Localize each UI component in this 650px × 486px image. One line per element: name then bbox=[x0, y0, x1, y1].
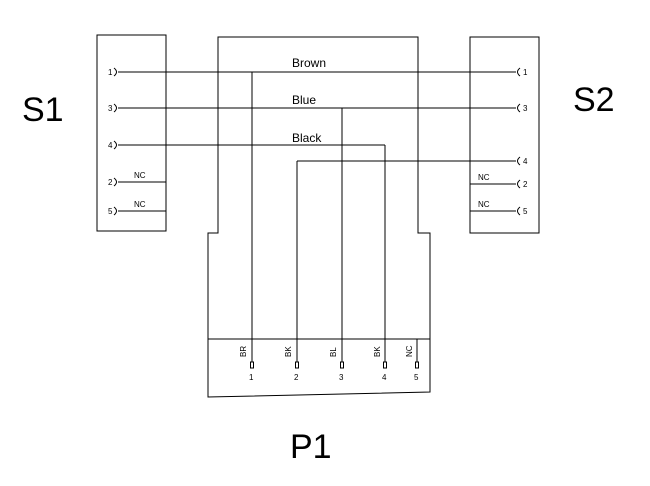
svg-text:NC: NC bbox=[478, 173, 490, 182]
svg-text:3: 3 bbox=[108, 104, 113, 113]
harness-outline bbox=[207, 36, 431, 398]
wire-label-brown: Brown bbox=[292, 56, 326, 70]
svg-text:NC: NC bbox=[134, 171, 146, 180]
svg-text:5: 5 bbox=[414, 373, 419, 382]
svg-text:1: 1 bbox=[108, 68, 113, 77]
s1-connector-box bbox=[96, 34, 167, 232]
svg-text:2: 2 bbox=[294, 373, 299, 382]
wire-brown bbox=[118, 71, 516, 362]
s2-pin-1: 1 bbox=[517, 67, 528, 77]
s1-pin-2: 2 NC bbox=[108, 171, 146, 187]
svg-text:BK: BK bbox=[284, 346, 293, 357]
p1-pin-4: BK 4 bbox=[373, 346, 387, 382]
svg-text:NC: NC bbox=[134, 200, 146, 209]
s1-pin-5: 5 NC bbox=[108, 200, 146, 216]
wire-blue bbox=[118, 107, 516, 362]
s2-pin-3: 3 bbox=[517, 103, 528, 113]
svg-text:4: 4 bbox=[523, 157, 528, 166]
s2-pin-4: 4 bbox=[517, 156, 528, 166]
svg-text:3: 3 bbox=[523, 104, 528, 113]
svg-text:NC: NC bbox=[405, 345, 414, 357]
s1-pin-4: 4 bbox=[108, 140, 117, 150]
wire-label-black: Black bbox=[292, 131, 322, 145]
p1-pin-1: BR 1 bbox=[239, 346, 254, 382]
svg-text:5: 5 bbox=[108, 207, 113, 216]
svg-text:4: 4 bbox=[382, 373, 387, 382]
wire-black bbox=[118, 144, 386, 362]
svg-text:1: 1 bbox=[249, 373, 254, 382]
s1-pin-1: 1 bbox=[108, 67, 117, 77]
s2-pin-5: 5 NC bbox=[478, 200, 528, 216]
s2-pin-2: 2 NC bbox=[478, 173, 528, 189]
svg-text:NC: NC bbox=[478, 200, 490, 209]
s2-title: S2 bbox=[573, 81, 615, 119]
svg-text:BK: BK bbox=[373, 346, 382, 357]
svg-text:3: 3 bbox=[339, 373, 344, 382]
p1-title: P1 bbox=[290, 428, 332, 466]
svg-text:5: 5 bbox=[523, 207, 528, 216]
p1-pin-5: NC 5 bbox=[405, 345, 419, 382]
svg-text:BL: BL bbox=[329, 347, 338, 357]
svg-text:1: 1 bbox=[523, 68, 528, 77]
p1-pin-3: BL 3 bbox=[329, 347, 344, 382]
p1-pin-2: BK 2 bbox=[284, 346, 299, 382]
svg-text:4: 4 bbox=[108, 141, 113, 150]
svg-text:2: 2 bbox=[108, 178, 113, 187]
svg-text:BR: BR bbox=[239, 346, 248, 357]
svg-text:2: 2 bbox=[523, 180, 528, 189]
s1-title: S1 bbox=[22, 91, 64, 129]
s2-connector-box bbox=[469, 36, 540, 234]
wire-black-s2 bbox=[296, 160, 516, 362]
wire-label-blue: Blue bbox=[292, 93, 316, 107]
s1-pin-3: 3 bbox=[108, 103, 117, 113]
